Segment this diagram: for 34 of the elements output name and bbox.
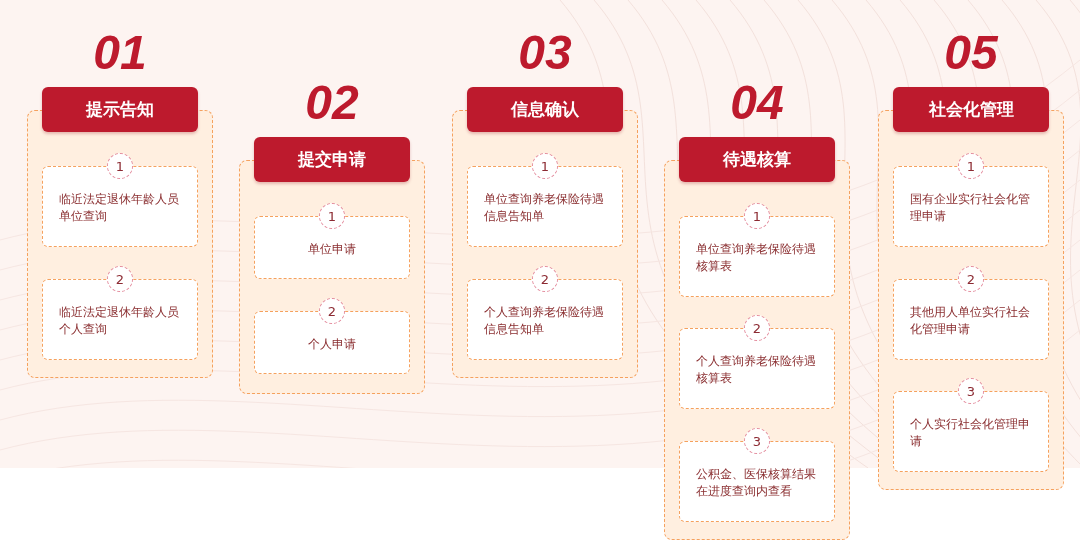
number-circle: 2 [107,266,133,292]
number-circle: 3 [958,378,984,404]
item-text: 公积金、医保核算结果在进度查询内查看 [696,466,817,500]
item-text: 个人查询养老保险待遇信息告知单 [484,304,605,338]
step-heading-tab: 提交申请 [254,137,410,182]
number-circle: 2 [319,298,345,324]
item-text: 单位申请 [307,241,357,258]
step-heading-tab: 提示告知 [42,87,198,132]
number-circle: 2 [958,266,984,292]
item-text: 其他用人单位实行社会化管理申请 [910,304,1031,338]
number-circle: 2 [532,266,558,292]
item-text: 个人查询养老保险待遇核算表 [696,353,817,387]
step-number: 02 [305,79,359,127]
step-number: 05 [944,29,998,77]
item-text: 单位查询养老保险待遇信息告知单 [484,191,605,225]
step-heading-tab: 待遇核算 [679,137,835,182]
item-text: 临近法定退休年龄人员单位查询 [59,191,180,225]
number-circle: 2 [744,315,770,341]
number-circle: 1 [107,153,133,179]
step-number: 04 [730,79,784,127]
item-text: 临近法定退休年龄人员个人查询 [59,304,180,338]
item-text: 国有企业实行社会化管理申请 [910,191,1031,225]
number-circle: 1 [319,203,345,229]
number-circle: 1 [958,153,984,179]
step-heading-tab: 社会化管理 [893,87,1049,132]
number-circle: 1 [532,153,558,179]
item-text: 个人申请 [307,336,357,353]
number-circle: 3 [744,428,770,454]
step-heading-tab: 信息确认 [467,87,623,132]
item-text: 单位查询养老保险待遇核算表 [696,241,817,275]
step-number: 01 [93,29,147,77]
step-number: 03 [518,29,572,77]
number-circle: 1 [744,203,770,229]
item-text: 个人实行社会化管理申请 [910,416,1031,450]
